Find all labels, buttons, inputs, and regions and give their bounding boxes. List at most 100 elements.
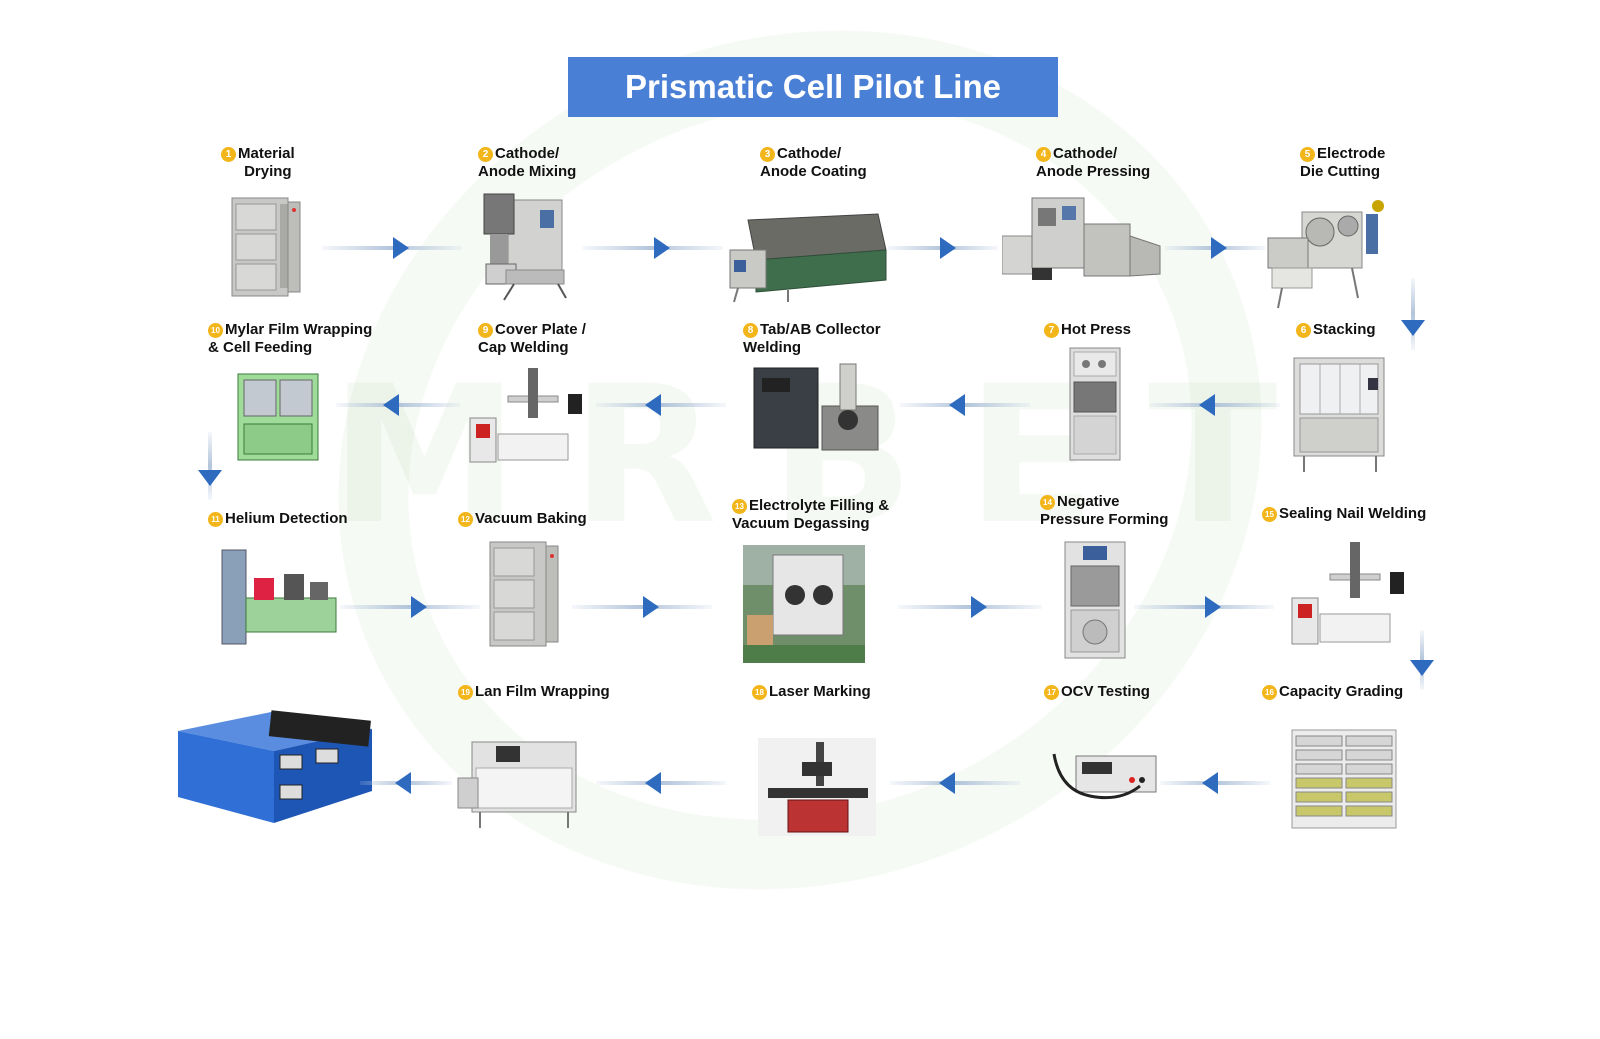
laser-marker-icon [758,738,876,836]
drying-oven-icon [231,197,301,297]
step-label-text: Anode Coating [760,163,867,180]
flow-arrow-right [572,596,712,618]
step-label-text: Cathode/ [495,145,560,162]
step-label-text: Hot Press [1061,321,1132,338]
step-label-text: Cap Welding [478,339,569,356]
flow-arrow-left [596,772,726,794]
step-label-text: & Cell Feeding [208,339,313,356]
flow-arrow-left [900,394,1030,416]
step-label-text: Anode Mixing [478,163,577,180]
step-number-badge: 12 [458,512,473,527]
vacuum-oven-icon [489,541,559,647]
flow-arrow-down [1401,278,1425,350]
flow-arrow-down [198,432,222,500]
step-number-badge: 7 [1044,323,1059,338]
step-number-badge: 13 [732,499,747,514]
flow-arrow-right [340,596,480,618]
mixer-icon [483,193,567,301]
wrapping-machine-icon [237,373,319,461]
step-number-badge: 10 [208,323,223,338]
step-number-badge: 2 [478,147,493,162]
step-number-badge: 6 [1296,323,1311,338]
prismatic-battery-cells-icon [178,710,372,823]
step-label-text: Electrode [1317,145,1386,162]
step-number-badge: 9 [478,323,493,338]
step-label-text: Vacuum Degassing [732,515,870,532]
flow-arrow-left [360,772,452,794]
laser-welder-icon [469,368,582,463]
step-label-text: Capacity Grading [1279,683,1404,700]
step-label-text: Helium Detection [225,510,348,527]
glovebox-icon [743,545,865,663]
grading-rack-icon [1291,729,1397,829]
step-number-badge: 1 [221,147,236,162]
step-label-text: Drying [244,163,292,180]
step-number-badge: 5 [1300,147,1315,162]
helium-detector-icon [221,549,337,645]
step-label-text: Cathode/ [777,145,842,162]
ultrasonic-welder-icon [753,363,879,451]
step-label-text: Laser Marking [769,683,871,700]
film-wrapping-machine-icon [457,741,577,828]
step-number-badge: 14 [1040,495,1055,510]
step-number-badge: 19 [458,685,473,700]
flow-arrow-right [1165,237,1265,259]
laser-welder-icon [1291,542,1404,645]
step-number-badge: 17 [1044,685,1059,700]
hot-press-icon [1069,347,1121,461]
step-label-text: Welding [743,339,802,356]
flow-arrow-left [1150,394,1280,416]
step-number-badge: 15 [1262,507,1277,522]
step-label-text: Cathode/ [1053,145,1118,162]
ocv-tester-icon [1052,753,1157,800]
step-label-text: Sealing Nail Welding [1279,505,1427,522]
stacking-machine-icon [1293,357,1385,472]
step-label-text: Negative [1057,493,1120,510]
coating-machine-icon [729,213,887,303]
flow-arrow-right [888,237,998,259]
flow-arrow-down [1410,630,1434,690]
roll-press-icon [1002,197,1161,280]
step-label-text: Die Cutting [1300,163,1380,180]
flow-arrow-right [898,596,1042,618]
flow-arrow-left [1160,772,1270,794]
flow-arrow-right [583,237,723,259]
title-banner: Prismatic Cell Pilot Line [568,57,1058,117]
step-number-badge: 16 [1262,685,1277,700]
step-number-badge: 3 [760,147,775,162]
step-label-text: Cover Plate / [495,321,586,338]
step-label-text: Stacking [1313,321,1376,338]
flow-arrow-right [322,237,462,259]
flow-arrow-left [890,772,1020,794]
step-label-text: Tab/AB Collector [760,321,881,338]
step-label-text: Vacuum Baking [475,510,587,527]
step-label-text: Electrolyte Filling & [749,497,890,514]
step-label-text: Mylar Film Wrapping [225,321,373,338]
flow-arrow-right [1134,596,1274,618]
step-label-text: Lan Film Wrapping [475,683,610,700]
die-cutter-icon [1267,200,1384,309]
step-label-text: Anode Pressing [1036,163,1151,180]
step-label-text: OCV Testing [1061,683,1150,700]
step-label-text: Material [238,145,295,162]
step-label-text: Pressure Forming [1040,511,1169,528]
step-number-badge: 4 [1036,147,1051,162]
flow-arrow-left [336,394,460,416]
